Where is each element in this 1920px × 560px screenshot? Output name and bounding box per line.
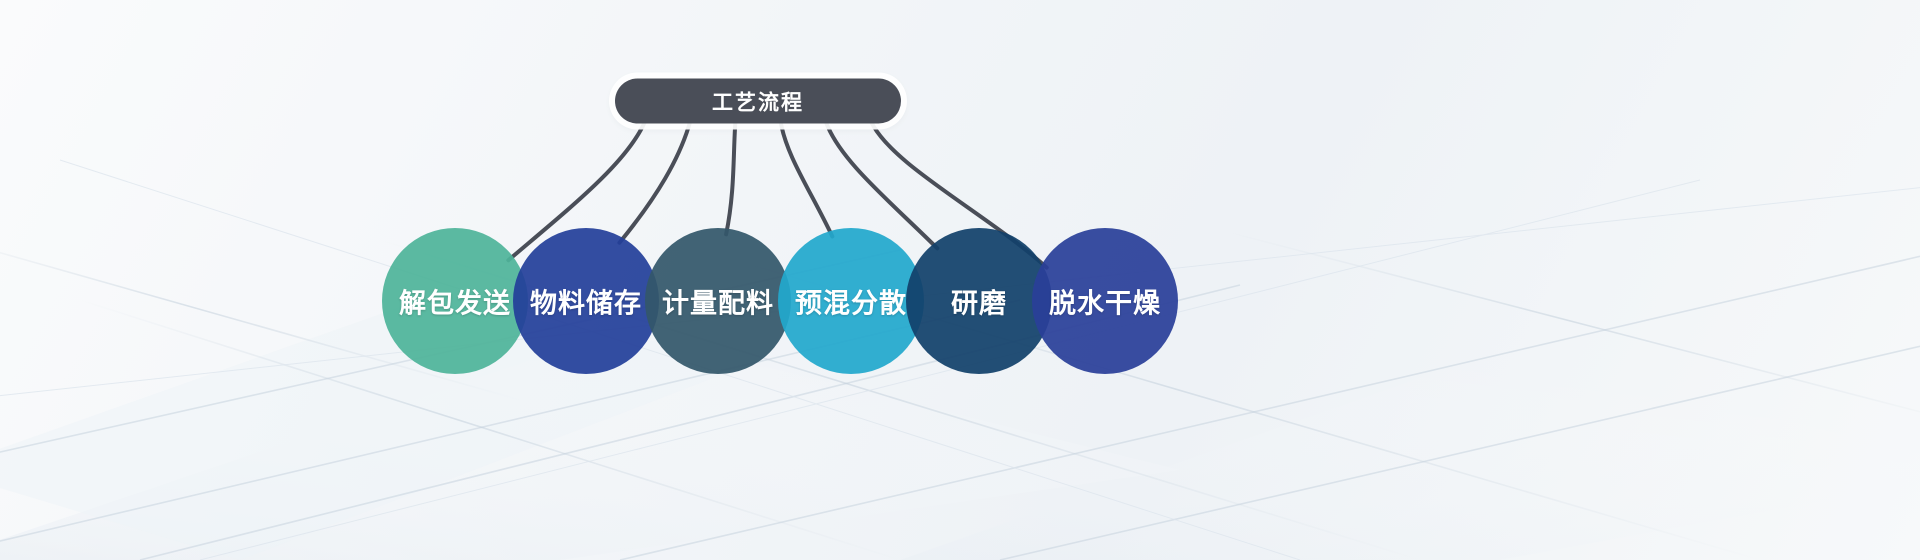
root-title-pill[interactable]: 工艺流程	[615, 78, 901, 124]
connector-line-1	[506, 119, 647, 263]
node-circle-2[interactable]	[513, 228, 659, 374]
connector-line-3	[724, 119, 738, 237]
node-circle-1[interactable]	[382, 228, 528, 374]
connector-line-5	[823, 119, 940, 251]
node-circle-3[interactable]	[645, 228, 791, 374]
node-circle-4[interactable]	[778, 228, 924, 374]
connector-line-4	[778, 119, 835, 239]
connector-group	[506, 119, 1049, 270]
node-circle-group	[382, 228, 1178, 374]
root-title-label: 工艺流程	[712, 91, 804, 114]
node-circle-6[interactable]	[1032, 228, 1178, 374]
node-circle-5[interactable]	[906, 228, 1052, 374]
connector-line-2	[617, 119, 693, 245]
